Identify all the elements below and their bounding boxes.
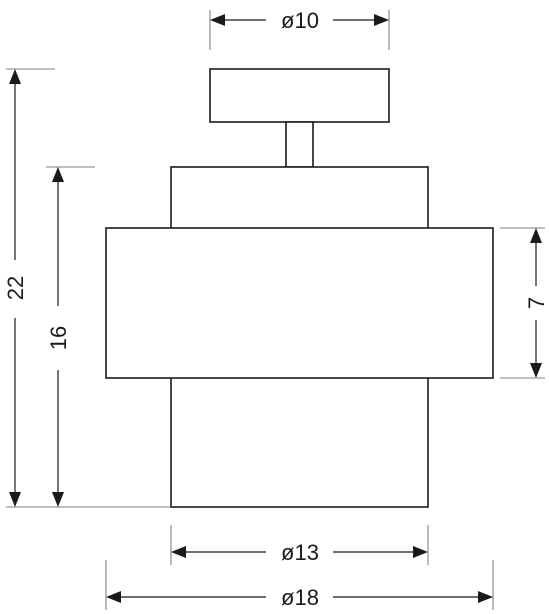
outer-shade xyxy=(105,227,494,379)
outer-width-label: ø18 xyxy=(281,585,319,610)
dimension-total-height: 22 xyxy=(3,69,28,507)
dimension-shade-height: 7 xyxy=(524,228,549,378)
dimension-body-height: 16 xyxy=(46,167,71,507)
total-height-label: 22 xyxy=(3,276,28,300)
top-width-label: ø10 xyxy=(281,8,319,33)
ceiling-mount xyxy=(209,68,390,123)
connector-stem xyxy=(285,121,314,168)
shade-height-label: 7 xyxy=(524,297,549,309)
extension-lines xyxy=(6,10,545,610)
dimension-inner-width: ø13 xyxy=(171,540,428,565)
dimension-outer-width: ø18 xyxy=(106,585,493,610)
body-height-label: 16 xyxy=(46,326,71,350)
inner-width-label: ø13 xyxy=(281,540,319,565)
dimension-top-width: ø10 xyxy=(210,8,389,33)
